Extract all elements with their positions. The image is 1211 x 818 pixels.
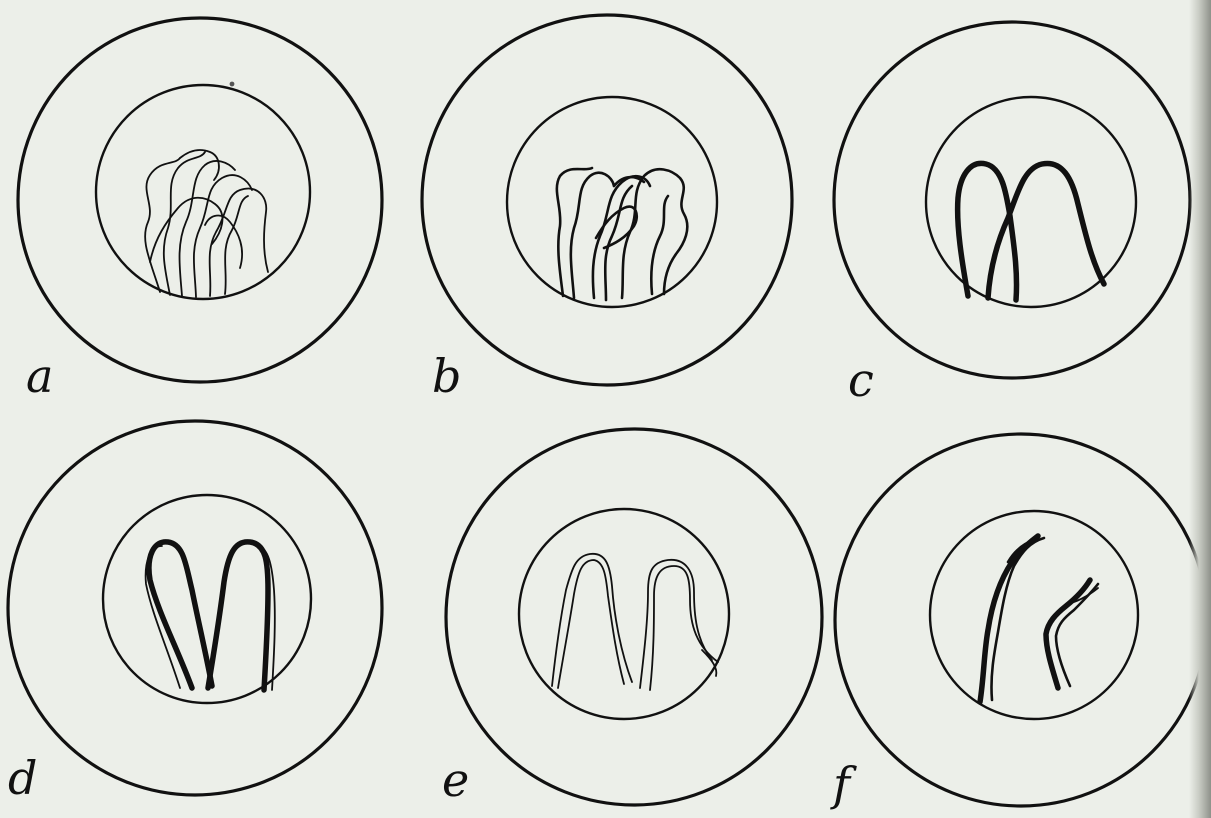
cell-panel-b: b (422, 15, 792, 403)
chromatin-threads (145, 150, 268, 297)
page-edge-shadow (1189, 0, 1211, 818)
cell-membrane (18, 18, 382, 382)
nucleus-membrane (96, 85, 310, 299)
stray-speck (230, 82, 235, 87)
panel-label-c: c (848, 353, 874, 407)
panel-label-d: d (8, 751, 37, 805)
cell-panel-c: c (834, 22, 1190, 407)
nucleus-membrane (519, 509, 729, 719)
panel-label-a: a (26, 349, 53, 403)
chromosomes (958, 163, 1104, 300)
cell-panel-a: a (18, 18, 382, 403)
cell-membrane (422, 15, 792, 385)
panel-label-e: e (442, 753, 469, 807)
cell-membrane (446, 429, 822, 805)
chromosomes (146, 542, 275, 690)
cell-panel-d: d (8, 421, 382, 805)
chromatin-threads (557, 168, 687, 300)
panel-label-f: f (830, 757, 857, 811)
cell-panel-f: f (830, 434, 1207, 811)
cell-panel-e: e (442, 429, 822, 807)
cell-membrane (835, 434, 1207, 806)
chromatids (552, 554, 718, 690)
twisted-chromosomes (980, 536, 1098, 702)
nucleus-membrane (507, 97, 717, 307)
panel-label-b: b (432, 349, 461, 403)
